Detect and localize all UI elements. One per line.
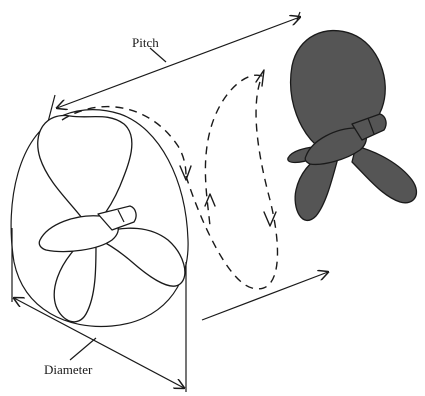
outline-propeller (11, 110, 188, 327)
outline-blade-top (38, 115, 132, 220)
solid-blade-right (352, 146, 416, 203)
diameter-arrow (14, 298, 184, 388)
forward-motion-arrow-line (202, 272, 328, 320)
pitch-arrow (57, 17, 300, 108)
diameter-leader-line (70, 338, 96, 360)
helical-path-arrowhead-2 (264, 212, 276, 226)
pitch-leader-line (150, 48, 166, 62)
pitch-label: Pitch (132, 35, 159, 50)
forward-motion-arrow (202, 272, 328, 320)
pitch-extension-line-right (297, 12, 300, 20)
pitch-dimension: Pitch (48, 12, 300, 122)
outline-blade-lower (54, 244, 96, 322)
helical-path-loop-right (186, 76, 277, 289)
solid-propeller (288, 31, 417, 221)
diameter-label: Diameter (44, 362, 93, 377)
